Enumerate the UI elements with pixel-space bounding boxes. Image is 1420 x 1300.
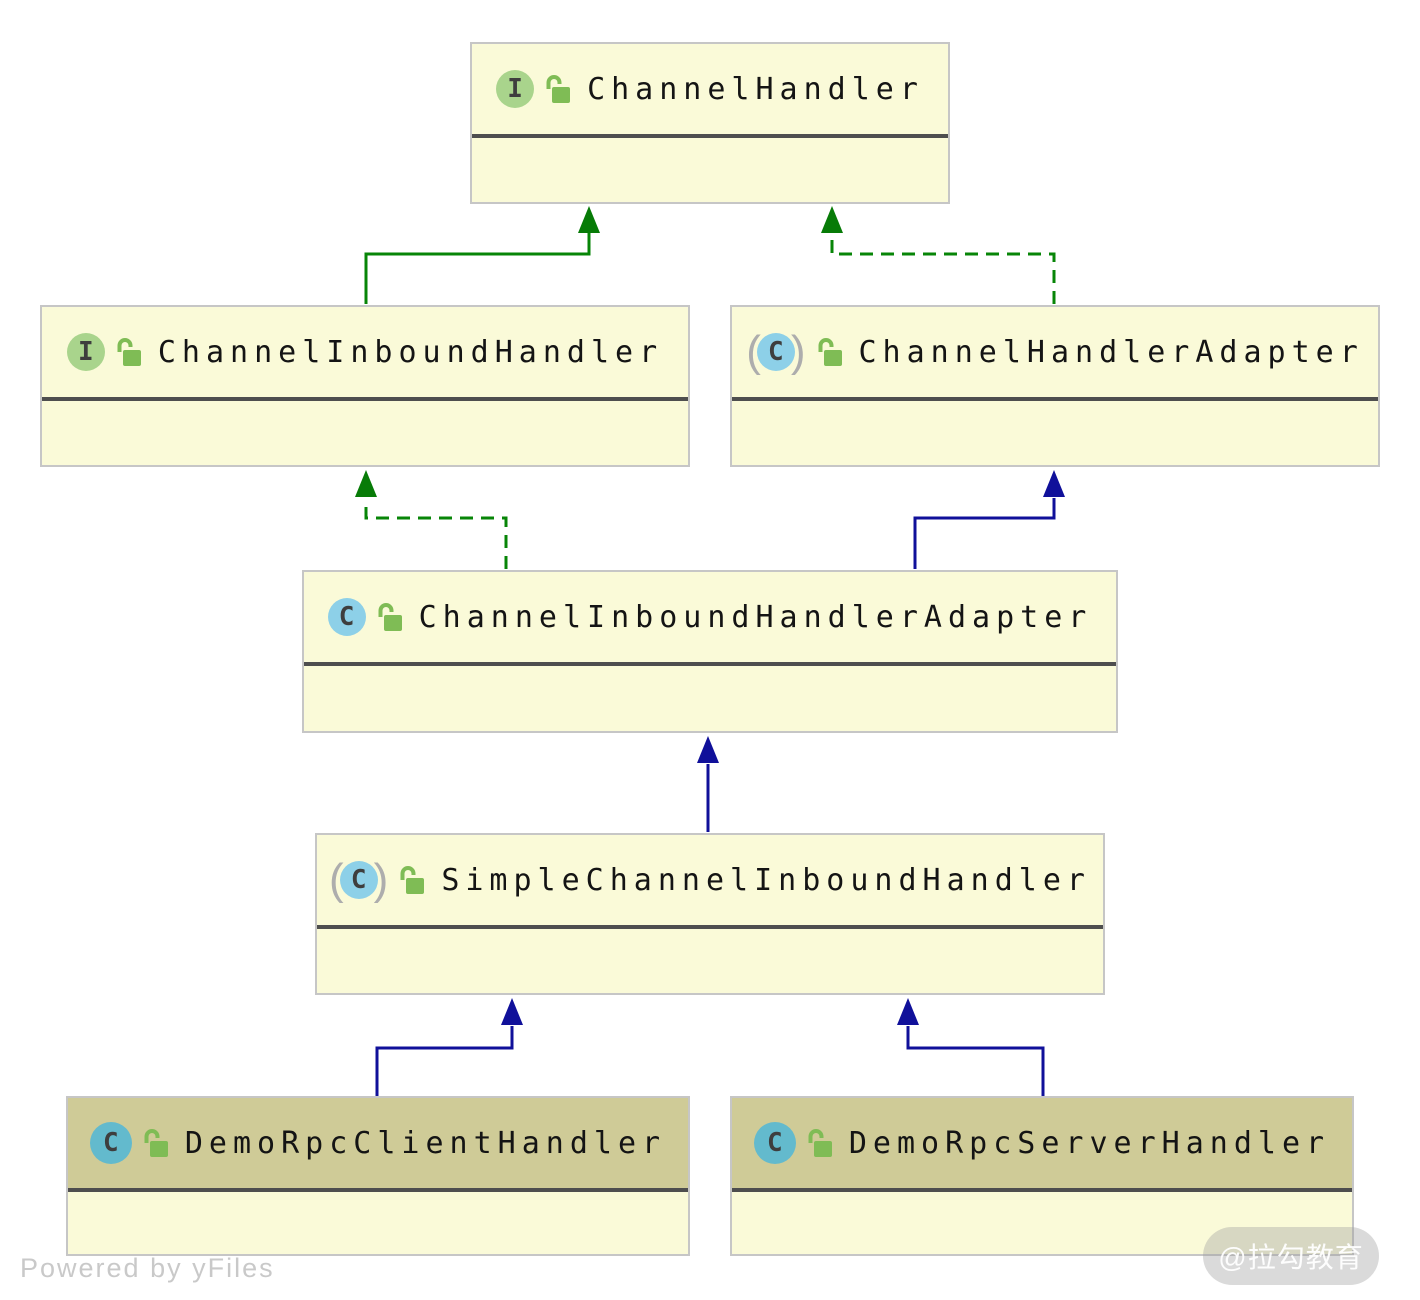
divider <box>317 925 1103 929</box>
class-header: C DemoRpcServerHandler <box>732 1098 1352 1188</box>
divider <box>68 1188 688 1192</box>
lagou-education-watermark: @拉勾教育 <box>1203 1227 1379 1285</box>
edge-demorpcclienthandler-extends-simplechannelinboundhandler[interactable] <box>375 1026 514 1096</box>
edge-channelhandleradapter-implements-channelhandler[interactable] <box>830 236 1056 304</box>
arrowhead-icon <box>821 206 843 233</box>
members-section <box>68 1192 688 1256</box>
divider <box>732 397 1378 401</box>
members-section <box>317 929 1103 993</box>
unlocked-icon <box>142 1128 169 1159</box>
class-node-demorpcclienthandler[interactable]: C DemoRpcClientHandler <box>66 1096 690 1256</box>
edge-channelinboundhandleradapter-extends-channelhandleradapter[interactable] <box>913 498 1056 569</box>
members-section <box>42 401 688 465</box>
unlocked-icon <box>376 602 403 633</box>
arrowhead-icon <box>897 998 919 1025</box>
members-section <box>732 401 1378 465</box>
watermark-label: @拉勾教育 <box>1218 1242 1364 1273</box>
members-section <box>304 666 1116 730</box>
class-name: DemoRpcClientHandler <box>184 1125 667 1161</box>
edge-channelinboundhandleradapter-implements-channelinboundhandler[interactable] <box>364 499 508 569</box>
members-section <box>472 138 948 202</box>
unlocked-icon <box>816 337 843 368</box>
arrowhead-icon <box>1043 470 1065 497</box>
arrowhead-icon <box>501 998 523 1025</box>
class-name: ChannelInboundHandlerAdapter <box>418 599 1093 635</box>
class-name: ChannelHandlerAdapter <box>858 334 1364 370</box>
unlocked-icon <box>398 865 425 896</box>
divider <box>42 397 688 401</box>
unlocked-icon <box>544 74 571 105</box>
class-name: DemoRpcServerHandler <box>848 1125 1331 1161</box>
class-name: ChannelHandler <box>587 71 924 107</box>
arrowhead-icon <box>578 206 600 233</box>
unlocked-icon <box>115 337 142 368</box>
class-node-demorpcserverhandler[interactable]: C DemoRpcServerHandler <box>730 1096 1354 1256</box>
interface-icon: I <box>496 70 535 108</box>
arrowhead-icon <box>697 736 719 763</box>
class-node-channelhandler[interactable]: I ChannelHandler <box>470 42 950 204</box>
class-icon: C <box>753 1122 796 1164</box>
class-name: ChannelInboundHandler <box>157 334 664 370</box>
class-header: I ChannelInboundHandler <box>42 307 688 397</box>
abstract-class-icon: C <box>746 333 805 371</box>
class-node-channelinboundhandler[interactable]: I ChannelInboundHandler <box>40 305 690 467</box>
divider <box>472 134 948 138</box>
class-node-channelhandleradapter[interactable]: C ChannelHandlerAdapter <box>730 305 1380 467</box>
class-header: C DemoRpcClientHandler <box>68 1098 688 1188</box>
class-name: SimpleChannelInboundHandler <box>441 862 1091 898</box>
class-header: C ChannelInboundHandlerAdapter <box>304 572 1116 662</box>
arrowhead-icon <box>355 470 377 497</box>
class-node-channelinboundhandleradapter[interactable]: C ChannelInboundHandlerAdapter <box>302 570 1118 733</box>
edge-channelinboundhandler-extends-channelhandler[interactable] <box>364 233 591 304</box>
class-header: C SimpleChannelInboundHandler <box>317 835 1103 925</box>
class-node-simplechannelinboundhandler[interactable]: C SimpleChannelInboundHandler <box>315 833 1105 995</box>
unlocked-icon <box>806 1128 833 1159</box>
divider <box>304 662 1116 666</box>
class-icon: C <box>327 598 366 636</box>
class-header: I ChannelHandler <box>472 44 948 134</box>
powered-by-yfiles-watermark: Powered by yFiles <box>20 1253 275 1283</box>
class-header: C ChannelHandlerAdapter <box>732 307 1378 397</box>
class-icon: C <box>89 1122 132 1164</box>
abstract-class-icon: C <box>329 861 388 899</box>
edge-demorpcserverhandler-extends-simplechannelinboundhandler[interactable] <box>906 1026 1045 1096</box>
interface-icon: I <box>66 333 105 371</box>
divider <box>732 1188 1352 1192</box>
